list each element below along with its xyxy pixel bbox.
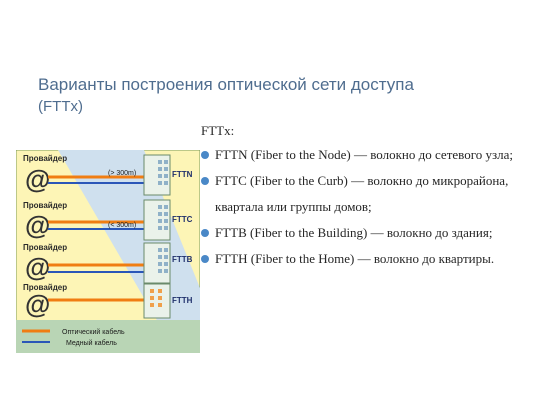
bullet-icon: [201, 255, 209, 263]
bullet-icon: [201, 177, 209, 185]
bullet-icon: [201, 151, 209, 159]
provider-at-icon: @: [25, 210, 50, 240]
legend-band: [16, 320, 200, 353]
ftth-tag: FTTH: [172, 296, 193, 305]
legend-optical-label: Оптический кабель: [62, 328, 125, 336]
slide-title: Варианты построения оптической сети дост…: [38, 74, 508, 117]
list-item: FTTB (Fiber to the Building) — волокно д…: [201, 220, 531, 246]
provider-label: Провайдер: [23, 283, 67, 292]
slide-title-line2: (FTTx): [38, 98, 83, 115]
provider-label: Провайдер: [23, 154, 67, 163]
fttx-diagram: Провайдер @ (> 300m) FTTN Провайдер @ (<…: [16, 150, 200, 353]
fttc-tag: FTTC: [172, 215, 193, 224]
list-item: FTTC (Fiber to the Curb) — волокно до ми…: [201, 168, 531, 220]
bullet-icon: [201, 229, 209, 237]
list-item: FTTH (Fiber to the Home) — волокно до кв…: [201, 246, 531, 272]
list-item-text: FTTB (Fiber to the Building) — волокно д…: [215, 225, 493, 240]
list-item: FTTN (Fiber to the Node) — волокно до се…: [201, 142, 531, 168]
distance-label: (> 300m): [108, 170, 136, 177]
slide-title-line1: Варианты построения оптической сети дост…: [38, 75, 414, 94]
fttb-tag: FTTB: [172, 255, 193, 264]
provider-at-icon: @: [25, 252, 50, 282]
list-lead: FTTx:: [201, 123, 235, 138]
list-item-text: FTTN (Fiber to the Node) — волокно до се…: [215, 147, 513, 162]
provider-label: Провайдер: [23, 243, 67, 252]
provider-at-icon: @: [25, 289, 50, 319]
fttx-list: FTTx: FTTN (Fiber to the Node) — волокно…: [201, 122, 531, 272]
provider-at-icon: @: [25, 164, 50, 194]
building: [143, 283, 171, 319]
list-item-text: FTTC (Fiber to the Curb) — волокно до ми…: [215, 173, 509, 214]
list-item-text: FTTH (Fiber to the Home) — волокно до кв…: [215, 251, 495, 266]
legend-copper-label: Медный кабель: [66, 339, 117, 347]
distance-label: (< 300m): [108, 222, 136, 229]
provider-label: Провайдер: [23, 201, 67, 210]
fttn-tag: FTTN: [172, 170, 193, 179]
